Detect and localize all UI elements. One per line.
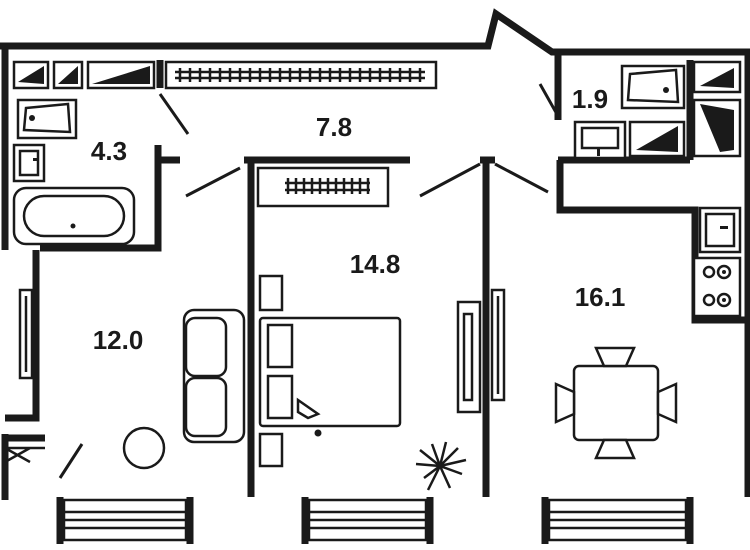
sink-bathroom-icon <box>12 143 46 183</box>
bathroom-area: 4.3 <box>91 136 127 166</box>
dining-table-icon <box>554 346 678 460</box>
round-table-icon <box>122 426 166 470</box>
bed-icon <box>258 316 402 437</box>
interior-walls <box>5 52 748 497</box>
kitchen-sink-icon <box>698 206 742 254</box>
corridor-area: 7.8 <box>316 112 352 142</box>
windows <box>62 498 688 542</box>
living-room-area: 12.0 <box>93 325 144 355</box>
area-labels: 7.8 4.3 1.9 14.8 12.0 16.1 <box>91 84 625 355</box>
plant-icon <box>415 441 467 491</box>
bedroom-area: 14.8 <box>350 249 401 279</box>
nightstands-icon <box>258 274 284 468</box>
exterior-walls <box>0 8 750 544</box>
shower-icon <box>16 98 78 140</box>
kitchen-area: 16.1 <box>575 282 626 312</box>
wc-shower-icon <box>620 64 686 110</box>
radiator-bedroom <box>256 166 390 208</box>
bathroom-shelves <box>12 60 156 90</box>
doors <box>4 83 560 479</box>
sofa-icon <box>182 308 246 444</box>
bathtub-icon <box>12 186 136 246</box>
wc-shelves <box>628 60 742 158</box>
radiator-corridor <box>164 60 438 90</box>
stove-icon <box>692 256 742 318</box>
wardrobes <box>18 288 506 414</box>
wc-area: 1.9 <box>572 84 608 114</box>
wc-sink-icon <box>573 120 627 160</box>
